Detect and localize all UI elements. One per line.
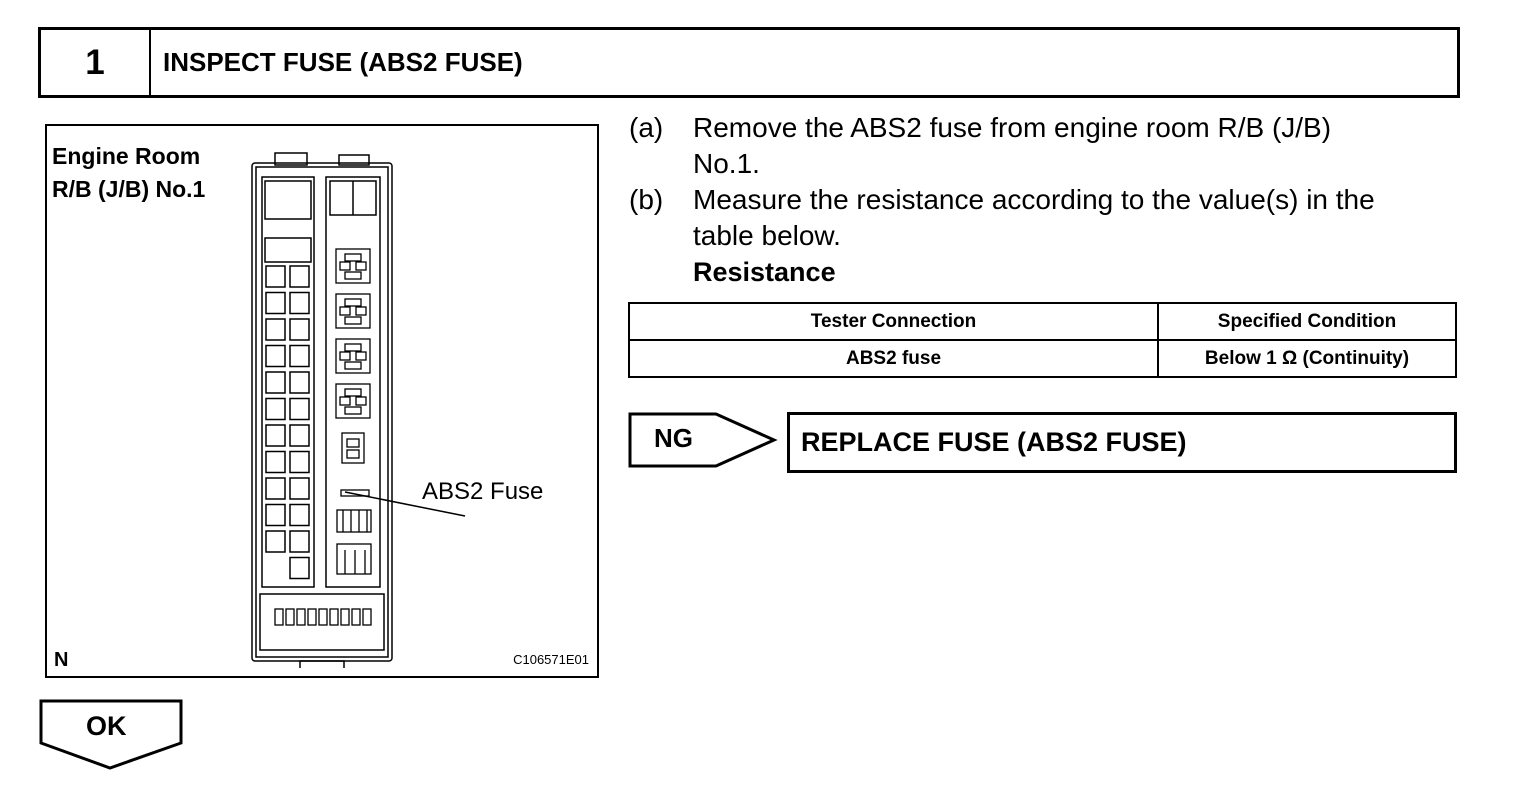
fuse-slot [265,530,286,553]
instruction-a-marker: (a) [629,112,664,143]
fuse-slot [289,477,310,500]
fuse-slot [265,371,286,394]
instruction-a-line1: Remove the ABS2 fuse from engine room R/… [693,112,1332,143]
relay [335,383,371,419]
fuse-slot [265,450,286,474]
instruction-b-marker: (b) [629,184,664,215]
ng-action-box: REPLACE FUSE (ABS2 FUSE) [787,412,1457,473]
corner-mark: N [54,649,69,671]
connector-pin [318,608,328,626]
relay [335,248,371,284]
instruction-b-line2: table below. [693,220,841,251]
connector-pin [285,608,295,626]
resistance-heading: Resistance [693,257,836,287]
table-cell-tester-connection: ABS2 fuse [628,339,1159,378]
fuse-slot [289,371,310,394]
fuse-slot [265,265,286,288]
relay-block-diagram [251,152,466,668]
step-title: INSPECT FUSE (ABS2 FUSE) [163,47,523,77]
fuse-slot [289,424,310,447]
fuse-slot [289,503,310,527]
fuse-slot [289,318,310,341]
ok-label: OK [86,711,127,741]
fuse-slot [265,503,286,527]
ng-action-text: REPLACE FUSE (ABS2 FUSE) [801,427,1187,457]
instruction-a-line2: No.1. [693,148,760,179]
connector-pin [296,608,306,626]
fuse-slot [289,397,310,421]
illustration-label-line1: Engine Room [52,143,201,169]
table-header-tester-connection: Tester Connection [628,302,1159,341]
table-row: ABS2 fuse Below 1 Ω (Continuity) [628,339,1457,378]
connector-pin [351,608,361,626]
illustration-label-line2: R/B (J/B) No.1 [52,176,206,202]
fuse-slot [265,397,286,421]
fuse-slot [265,291,286,315]
fusible-link [336,543,372,575]
fuse-slot [265,318,286,341]
resistance-table: Tester Connection Specified Condition AB… [628,302,1457,378]
fusible-link [336,509,372,533]
fuse-slot [289,265,310,288]
illustration-box: Engine Room R/B (J/B) No.1 [45,124,599,678]
relay [335,338,371,374]
fuse-slot [289,556,310,580]
fuse-slot [289,450,310,474]
table-cell-specified-condition: Below 1 Ω (Continuity) [1157,339,1457,378]
table-header-specified-condition: Specified Condition [1157,302,1457,341]
figure-code: C106571E01 [513,652,589,667]
ok-arrow [39,699,183,770]
ng-arrow [628,412,778,468]
step-header: 1 INSPECT FUSE (ABS2 FUSE) [38,27,1460,98]
connector-pin [274,608,284,626]
instruction-b-line1: Measure the resistance according to the … [693,184,1375,215]
abs2-fuse-callout: ABS2 Fuse [422,478,544,505]
fuse-slot [289,344,310,368]
fuse-slot [265,477,286,500]
fuse-strip [340,489,370,497]
step-number: 1 [41,30,151,95]
ng-label: NG [654,423,693,453]
connector-pin [362,608,372,626]
fuse-slot [265,344,286,368]
fuse-slot [265,424,286,447]
connector-pin [307,608,317,626]
fuse-slot [289,291,310,315]
connector-pin [340,608,350,626]
relay [335,293,371,329]
small-relay [341,432,365,464]
table-header-row: Tester Connection Specified Condition [628,302,1457,341]
fuse-slot [289,530,310,553]
connector-pin [329,608,339,626]
